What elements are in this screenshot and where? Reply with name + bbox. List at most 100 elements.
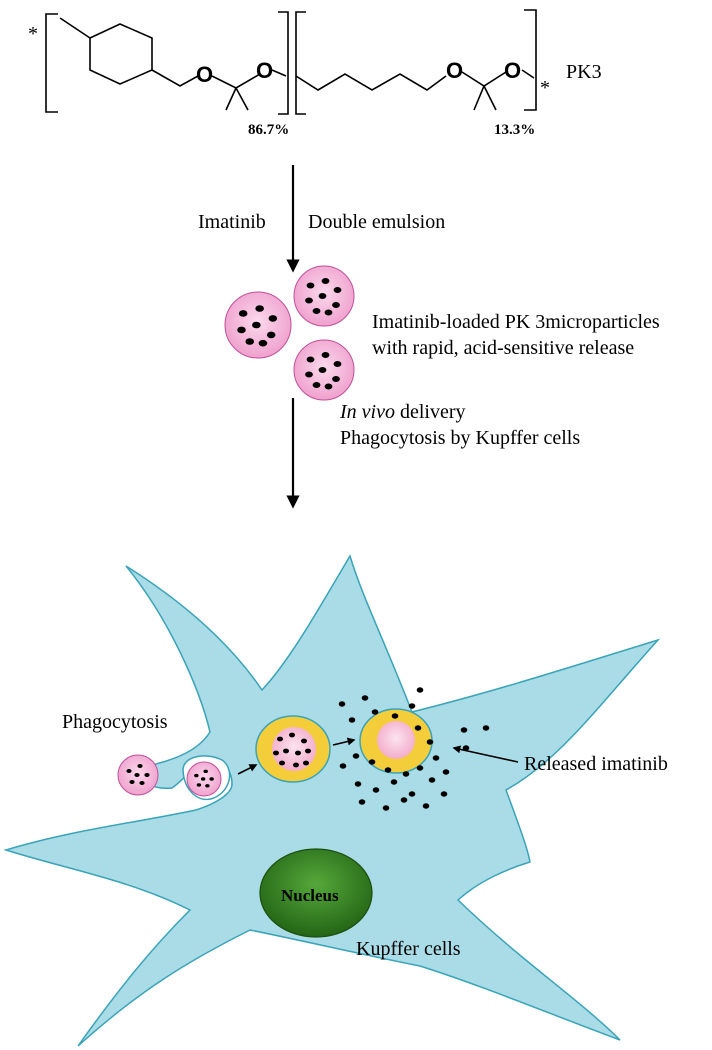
mid-bracket-right [278, 11, 289, 115]
microparticle-drug-dot [324, 383, 333, 390]
released-drug-dot [358, 799, 366, 805]
step1-reagent: Imatinib [198, 211, 266, 233]
phagosome-early-core [272, 727, 316, 771]
released-drug-dot [382, 805, 390, 811]
released-drug-dot [402, 771, 410, 777]
released-drug-dot [372, 787, 380, 793]
released-drug-dot [348, 717, 356, 723]
released-drug-dot [414, 725, 422, 731]
released-drug-dot [390, 779, 398, 785]
phagosome-drug-dot [295, 750, 301, 756]
microparticle-drug-dot [268, 315, 278, 322]
released-drug-dot [352, 753, 360, 759]
released-drug-dot [354, 781, 362, 787]
microparticle-drug-dot [332, 302, 340, 308]
released-drug-dot [384, 767, 392, 773]
cell-particles [117, 732, 311, 797]
outside-particle-drug-dot [144, 773, 150, 777]
released-drug-dot [416, 687, 424, 693]
phagosome-drug-dot [283, 748, 289, 754]
microparticle-drug-dot [306, 356, 315, 363]
oxygen-3: O [446, 58, 463, 83]
microparticle-drug-dot [306, 282, 315, 289]
star-left: * [28, 23, 38, 45]
step2-delivery: delivery [395, 401, 466, 423]
microparticle-drug-dot [321, 278, 330, 284]
left-bracket [45, 13, 58, 113]
released-drug-dot [368, 759, 376, 765]
hexane-chain [295, 73, 447, 91]
released-drug-dots [338, 687, 490, 811]
microparticle-drug-dot [252, 321, 261, 329]
released-drug-dot [422, 803, 430, 809]
released-drug-dot [462, 745, 470, 751]
kupffer-cell-body [3, 554, 661, 1047]
phagosome-drug-dot [305, 748, 311, 754]
released-imatinib-label: Released imatinib [524, 753, 668, 775]
released-drug-dot [408, 703, 416, 709]
microparticle-drug-dot [245, 338, 255, 345]
released-drug-dot [361, 695, 369, 701]
phagosome-drug-dot [277, 736, 283, 742]
end-bond-left [59, 17, 91, 39]
unit2-percent: 13.3% [494, 122, 535, 138]
step2-line2: Phagocytosis by Kupffer cells [340, 427, 580, 449]
released-drug-dot [391, 713, 399, 719]
microparticle-group [224, 265, 355, 401]
engulfing-particle-drug-dot [205, 784, 210, 788]
ketal2-bonds [461, 71, 507, 87]
engulfing-particle-drug-dot [203, 769, 208, 774]
bond-ring-ch2 [151, 69, 199, 87]
engulfing-particle-drug-dot [196, 783, 202, 787]
phagosome-late-core [377, 721, 415, 759]
outside-particle-drug-dot [129, 780, 135, 784]
step2-line1: In vivo delivery [339, 401, 466, 423]
released-drug-dot [400, 797, 408, 803]
microparticles-line1: Imatinib-loaded PK 3microparticles [372, 311, 660, 333]
microparticle-drug-dot [266, 331, 276, 339]
engulfing-particle-drug-dot [194, 773, 199, 778]
microparticle-drug-dot [333, 287, 342, 293]
step1-method: Double emulsion [308, 211, 445, 233]
released-drug-dot [338, 701, 346, 707]
bond-o-out [271, 69, 287, 77]
microparticle-drug-dot [312, 382, 321, 388]
ketal2-methyls [473, 85, 497, 111]
phagosome-drug-dot [289, 732, 295, 738]
released-drug-dot [432, 755, 440, 761]
right-bracket [524, 9, 537, 111]
microparticle-drug-dot [318, 367, 327, 373]
polymer-atoms: * O O O O * PK3 86.7% 13.3% [28, 23, 602, 138]
star-right: * [540, 77, 550, 99]
phagosome-drug-dot [293, 762, 299, 768]
phagosome-drug-dot [303, 760, 309, 766]
released-drug-dot [482, 725, 490, 731]
outside-particle-drug-dot [126, 769, 132, 773]
outside-particle-drug-dot [134, 773, 140, 777]
unit1-percent: 86.7% [248, 122, 289, 138]
microparticle-drug-dot [312, 308, 321, 314]
released-drug-dot [408, 791, 416, 797]
oxygen-4: O [504, 58, 521, 83]
microparticle-drug-dot [333, 361, 342, 367]
microparticles-line2: with rapid, acid-sensitive release [372, 337, 634, 359]
arrow-phagosome-maturation [332, 737, 356, 746]
nucleus-label: Nucleus [281, 886, 339, 905]
kupffer-cells-label: Kupffer cells [356, 938, 461, 960]
microparticle-drug-dot [318, 293, 327, 299]
microparticle-drug-dot [238, 310, 248, 317]
released-drug-dot [371, 709, 379, 715]
outside-particle-drug-dot [139, 781, 145, 785]
microparticle-drug-dot [305, 297, 313, 304]
microparticle-drug-dot [305, 371, 313, 378]
mid-bracket-left [295, 11, 306, 115]
released-drug-dot [339, 763, 347, 769]
phagosome-drug-dot [301, 738, 307, 744]
released-drug-dot [426, 739, 434, 745]
ketal1-bonds [211, 73, 261, 89]
microparticle-drug-dot [237, 326, 246, 334]
oxygen-2: O [256, 58, 273, 83]
arrow-released-imatinib [452, 745, 519, 763]
microparticle-drug-dot [258, 339, 268, 347]
